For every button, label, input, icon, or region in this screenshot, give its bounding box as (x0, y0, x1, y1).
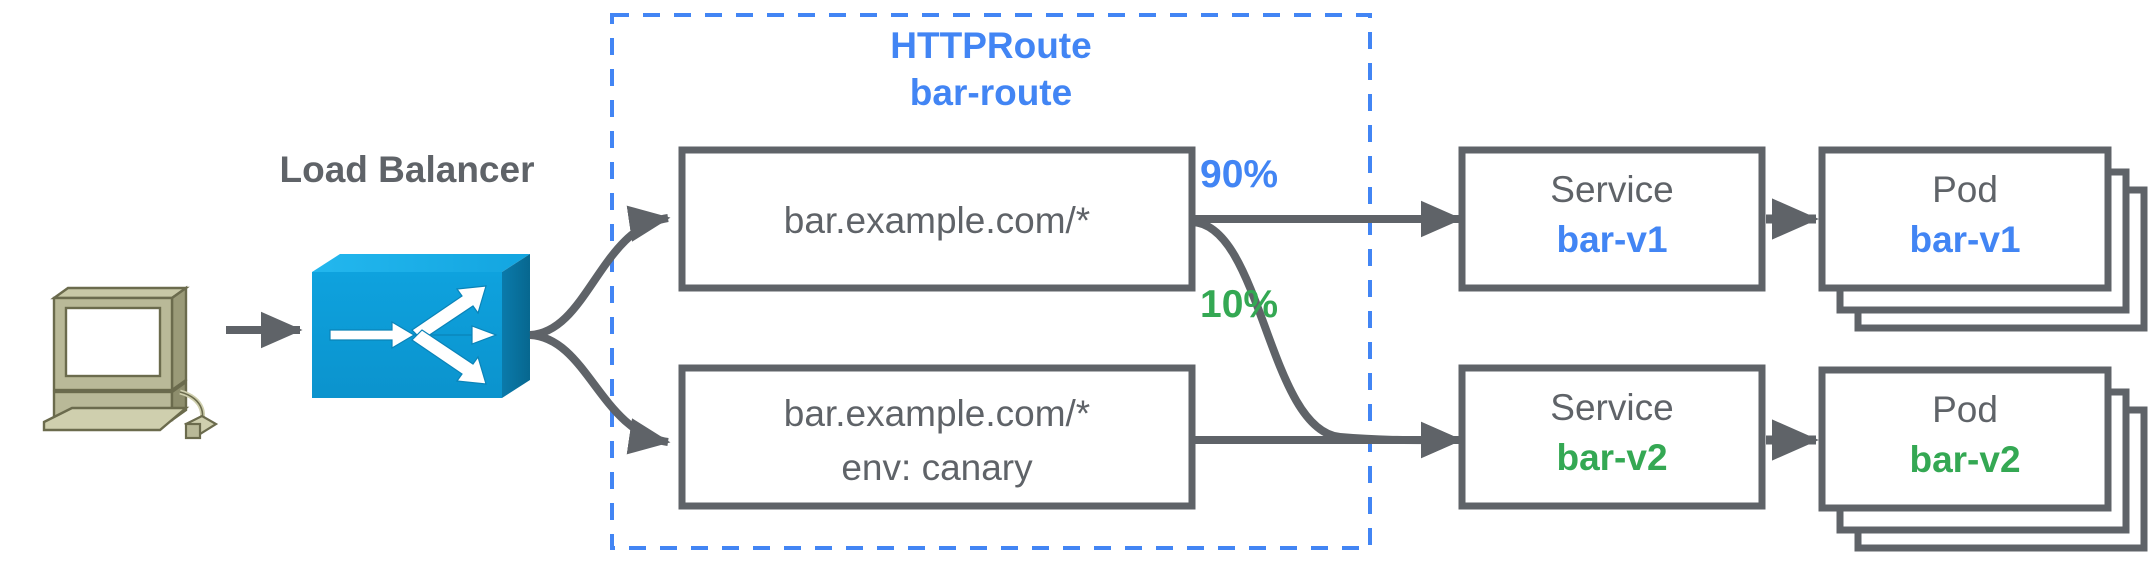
rule-box-2 (678, 364, 1196, 510)
httproute-boundary (610, 13, 1372, 550)
pod-stack-v1 (1818, 146, 2148, 332)
rule-box-1 (678, 146, 1196, 292)
pod-replica-front (1818, 146, 2112, 292)
service-box-v1 (1458, 146, 1766, 292)
arrow-lb-to-rule-2 (529, 331, 671, 455)
pod-replica-front (1818, 366, 2112, 512)
arrow-rule1-to-service-v2 (1191, 218, 1463, 459)
pod-stack-v2 (1818, 366, 2148, 552)
arrow-lb-to-rule-1 (529, 205, 671, 339)
load-balancer-icon (312, 254, 530, 398)
workstation-icon (42, 285, 219, 440)
service-box-v2 (1458, 364, 1766, 510)
